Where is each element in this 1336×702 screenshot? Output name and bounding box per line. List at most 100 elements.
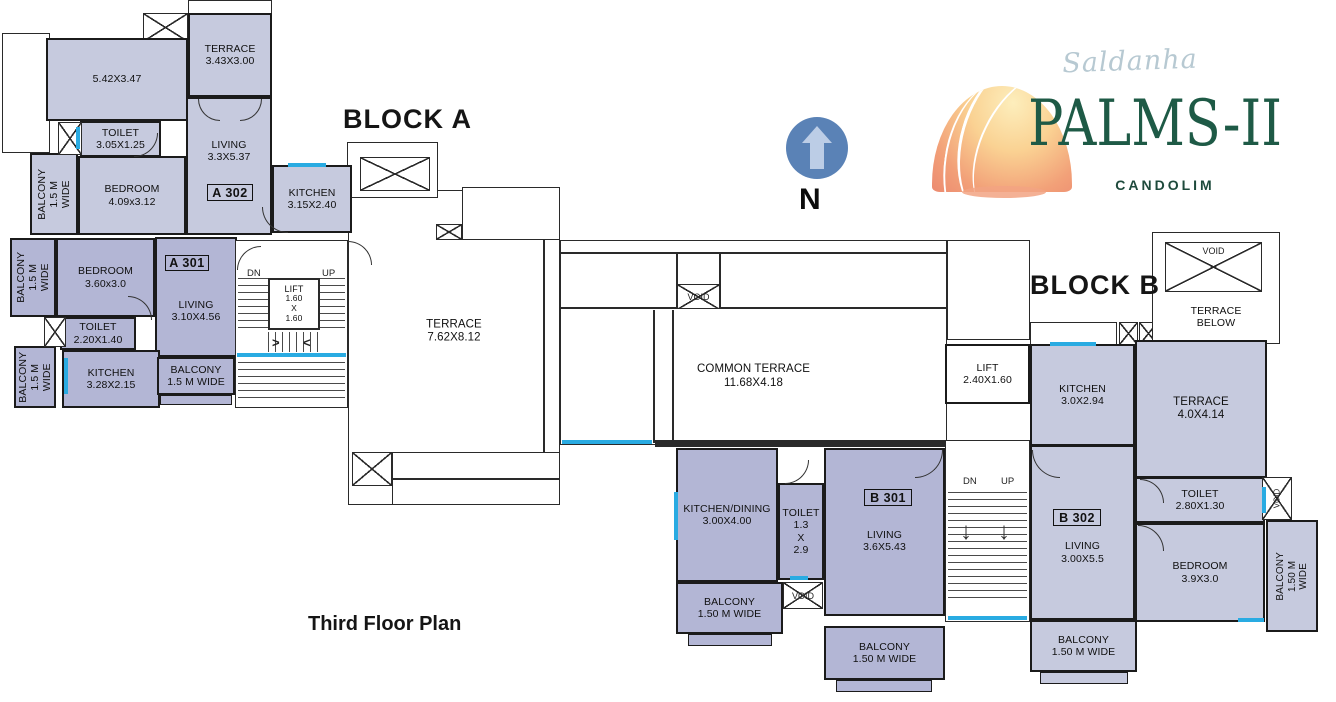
room-label: LIVING bbox=[178, 298, 214, 311]
north-label: N bbox=[799, 183, 821, 216]
room-dims: 3.43X3.00 bbox=[205, 55, 255, 67]
room-dims: 3.15X2.40 bbox=[287, 199, 337, 211]
void-b302-side-hatch: VOID bbox=[1262, 477, 1292, 520]
structure-top-whitebox bbox=[188, 0, 272, 14]
lift-dims: 1.60 X 1.60 bbox=[285, 293, 303, 324]
room-dims: 4.0X4.14 bbox=[1177, 409, 1225, 421]
room-b302-kitchen: KITCHEN 3.0X2.94 bbox=[1030, 344, 1135, 446]
room-label: BEDROOM bbox=[78, 265, 133, 278]
unit-tag-a302: A 302 bbox=[207, 184, 253, 201]
void-label: VOID bbox=[687, 292, 710, 302]
room-dims: 1.50 M WIDE bbox=[1051, 646, 1116, 658]
room-dims: 7.62X8.12 bbox=[427, 331, 481, 344]
lift-b: LIFT 2.40X1.60 bbox=[945, 344, 1030, 404]
north-arrow-stem bbox=[810, 142, 824, 169]
room-a302-living: LIVING 3.3X5.37 bbox=[186, 97, 272, 235]
room-label: KITCHEN bbox=[288, 186, 336, 199]
void-label: VOID bbox=[791, 590, 814, 601]
hatch-box-terrace-steps bbox=[352, 452, 392, 486]
logo-brand-script: Saldanha bbox=[1061, 43, 1199, 80]
stairs-a-treads-right bbox=[320, 278, 345, 332]
structure-upper-strip-right bbox=[720, 253, 947, 308]
stairs-a-up-label: UP bbox=[322, 268, 336, 279]
room-dims: 4.09x3.12 bbox=[108, 195, 156, 208]
structure-b-lobby bbox=[947, 240, 1030, 340]
room-a302-terrace: TERRACE 3.43X3.00 bbox=[188, 13, 272, 97]
stairs-a-arrow-left: < bbox=[303, 335, 311, 350]
room-label: TERRACE BELOW bbox=[1190, 304, 1242, 329]
window-b301-toilet bbox=[790, 576, 808, 580]
room-dims: 2.20X1.40 bbox=[73, 333, 123, 346]
room-label: TOILET bbox=[782, 507, 820, 520]
door-arc-b301-toilet bbox=[785, 460, 809, 484]
room-b302-balcony-bottom: BALCONY 1.50 M WIDE bbox=[1030, 620, 1137, 672]
stairs-a-dn-label: DN bbox=[247, 268, 261, 279]
room-label: BALCONY bbox=[35, 168, 48, 220]
stairs-a-treads-mid bbox=[268, 332, 320, 352]
structure-upper-strip-left bbox=[560, 253, 677, 308]
room-label: BALCONY bbox=[704, 595, 755, 608]
room-label: COMMON TERRACE bbox=[697, 363, 810, 376]
room-label: LIVING bbox=[211, 138, 247, 151]
logo-location: CANDOLIM bbox=[1115, 177, 1215, 193]
room-dims: 3.0X2.94 bbox=[1061, 395, 1104, 407]
room-dims: 1.5 M WIDE bbox=[47, 180, 73, 208]
hatch-box-corridor bbox=[436, 224, 462, 240]
hatch-box-a301-toilet bbox=[44, 317, 66, 347]
balcony-step-a301 bbox=[160, 395, 232, 405]
terrace-step-line bbox=[392, 478, 560, 480]
plan-title: Third Floor Plan bbox=[308, 613, 462, 635]
window-stairs-b bbox=[948, 616, 1027, 620]
room-label: BEDROOM bbox=[104, 183, 160, 196]
room-label: BEDROOM bbox=[1172, 560, 1228, 573]
room-b302-toilet: TOILET 2.80X1.30 bbox=[1135, 477, 1265, 523]
room-common-terrace: COMMON TERRACE 11.68X4.18 bbox=[560, 308, 947, 445]
room-label: KITCHEN bbox=[1059, 382, 1106, 395]
structure-corridor-band bbox=[560, 240, 947, 253]
room-label: LIVING bbox=[866, 528, 903, 541]
room-label: BALCONY bbox=[170, 363, 222, 376]
logo-brand-name: PALMS-II bbox=[1028, 86, 1282, 161]
unit-tag-a301: A 301 bbox=[165, 255, 209, 271]
window-common-terrace bbox=[562, 440, 652, 444]
room-dims: 3.6X5.43 bbox=[863, 541, 906, 553]
common-terrace-line2 bbox=[672, 310, 674, 443]
stairs-b-arrow-dn1: ↓ bbox=[960, 518, 972, 545]
void-common-hatch: VOID bbox=[677, 284, 720, 310]
terrace-parapet-line bbox=[543, 192, 545, 503]
void-label: VOID bbox=[1272, 488, 1282, 509]
window-b301-kitchen bbox=[674, 492, 678, 540]
room-label: TOILET bbox=[79, 321, 117, 334]
room-label: TOILET bbox=[101, 126, 140, 139]
room-label: KITCHEN bbox=[87, 366, 135, 379]
window-a302-toilet bbox=[76, 127, 80, 149]
common-terrace-line1 bbox=[653, 310, 655, 443]
room-a302-main: 5.42X3.47 bbox=[46, 38, 188, 121]
stairs-a-arrow-right: > bbox=[272, 335, 280, 350]
balcony-step-b301a bbox=[688, 634, 772, 646]
stairs-b-dn-label: DN bbox=[963, 476, 977, 487]
room-label: LIVING bbox=[1064, 540, 1101, 553]
room-dims: 5.42X3.47 bbox=[92, 73, 142, 86]
room-dims: 1.50 M WIDE bbox=[697, 608, 762, 620]
structure-corridor-box-a bbox=[462, 187, 560, 240]
room-b302-balcony-side: BALCONY 1.50 M WIDE bbox=[1266, 520, 1318, 632]
hatch-box-top bbox=[143, 13, 188, 42]
unit-tag-b302: B 302 bbox=[1053, 509, 1101, 526]
room-b302-terrace: TERRACE 4.0X4.14 bbox=[1135, 340, 1267, 478]
room-label: TERRACE bbox=[204, 42, 256, 55]
void-block-b-hatch: VOID bbox=[1165, 242, 1262, 292]
room-a301-living: LIVING 3.10X4.56 bbox=[155, 237, 237, 357]
block-a-title: BLOCK A bbox=[343, 104, 472, 134]
room-dims: 1.5 M WIDE bbox=[167, 376, 225, 388]
room-label: BALCONY bbox=[1058, 633, 1109, 646]
logo-sun-base bbox=[962, 186, 1046, 198]
room-label: KITCHEN/DINING bbox=[683, 502, 771, 515]
room-b301-toilet: TOILET 1.3 X 2.9 bbox=[778, 483, 824, 580]
room-dims: 1.50 M WIDE bbox=[852, 653, 917, 665]
balcony-step-b302 bbox=[1040, 672, 1128, 684]
room-label: TERRACE bbox=[426, 318, 482, 331]
room-a301-balcony3: BALCONY 1.5 M WIDE bbox=[157, 357, 235, 395]
room-a302-balcony: BALCONY 1.5 M WIDE bbox=[30, 153, 78, 235]
room-b301-balcony2: BALCONY 1.50 M WIDE bbox=[824, 626, 945, 680]
